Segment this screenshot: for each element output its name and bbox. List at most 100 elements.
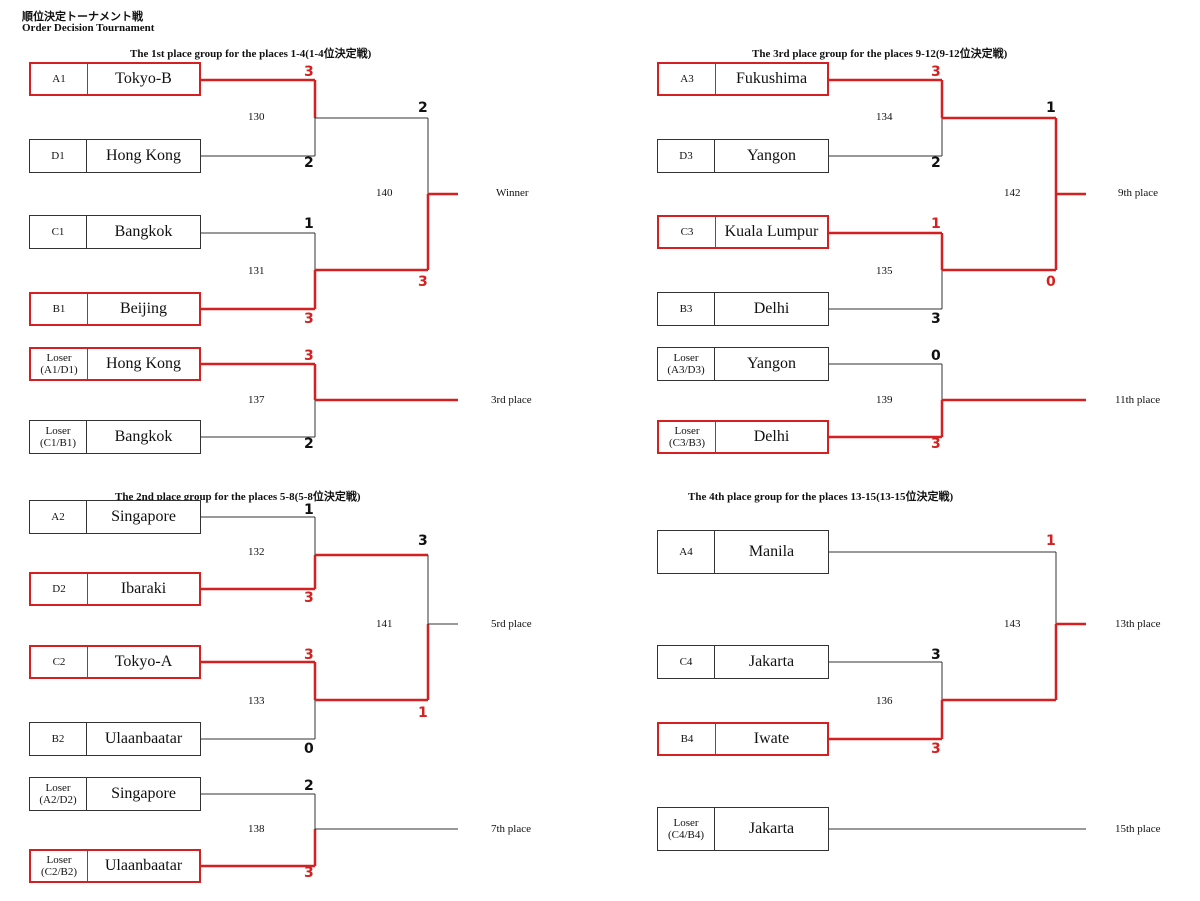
entry-box[interactable]: D1 Hong Kong [29, 139, 201, 173]
score: 2 [304, 778, 314, 794]
team-name: Jakarta [748, 820, 795, 837]
result-label: 13th place [1115, 618, 1161, 630]
team-name: Kuala Lumpur [724, 223, 819, 240]
seed-label: Loser (A2/D2) [30, 778, 87, 810]
score: 3 [304, 865, 314, 881]
entry-box[interactable]: Loser (C4/B4) Jakarta [657, 807, 829, 851]
team-name: Singapore [111, 508, 176, 525]
match-number: 141 [376, 618, 393, 630]
seed-label: A1 [31, 64, 88, 94]
score: 2 [931, 155, 941, 171]
team-name: Iwate [753, 730, 790, 747]
seed-label: A2 [30, 501, 87, 533]
score: 3 [304, 590, 314, 606]
score: 1 [1046, 100, 1056, 116]
score: 2 [418, 100, 428, 116]
result-label: 5rd place [491, 618, 532, 630]
entry-box[interactable]: Loser (A3/D3) Yangon [657, 347, 829, 381]
group-title-places-9-12: The 3rd place group for the places 9-12(… [752, 48, 1008, 60]
seed-label: D1 [30, 140, 87, 172]
team-name: Hong Kong [105, 355, 182, 372]
entry-box[interactable]: C3 Kuala Lumpur [657, 215, 829, 249]
seed-label: B2 [30, 723, 87, 755]
score: 3 [931, 647, 941, 663]
seed-label: A3 [659, 64, 716, 94]
seed-label: B3 [658, 293, 715, 325]
score: 3 [304, 64, 314, 80]
match-number: 139 [876, 394, 893, 406]
match-number: 140 [376, 187, 393, 199]
team-name: Tokyo-A [114, 653, 173, 670]
seed-label: Loser (C4/B4) [658, 808, 715, 850]
team-name: Hong Kong [105, 147, 182, 164]
score: 1 [1046, 533, 1056, 549]
team-name: Singapore [111, 785, 176, 802]
team-name: Yangon [746, 355, 797, 372]
score: 3 [931, 741, 941, 757]
match-number: 130 [248, 111, 265, 123]
result-label: 9th place [1118, 187, 1159, 199]
entry-box[interactable]: Loser (C3/B3) Delhi [657, 420, 829, 454]
score: 3 [304, 647, 314, 663]
entry-box[interactable]: B1 Beijing [29, 292, 201, 326]
page-title-japanese: 順位決定トーナメント戦 [22, 11, 143, 23]
entry-box[interactable]: Loser (A2/D2) Singapore [29, 777, 201, 811]
team-name: Ulaanbaatar [104, 857, 183, 874]
entry-box[interactable]: B4 Iwate [657, 722, 829, 756]
match-number: 134 [876, 111, 893, 123]
score: 1 [304, 502, 314, 518]
match-number: 132 [248, 546, 265, 558]
seed-label: C3 [659, 217, 716, 247]
score: 1 [931, 216, 941, 232]
seed-label: Loser (C2/B2) [31, 851, 88, 881]
group-title-places-13-15: The 4th place group for the places 13-15… [688, 491, 954, 503]
seed-label: Loser (A1/D1) [31, 349, 88, 379]
team-name: Delhi [753, 428, 790, 445]
score: 1 [304, 216, 314, 232]
seed-label: B1 [31, 294, 88, 324]
match-number: 133 [248, 695, 265, 707]
seed-label: Loser (A3/D3) [658, 348, 715, 380]
score: 2 [304, 436, 314, 452]
seed-label: B4 [659, 724, 716, 754]
page-title: Order Decision Tournament [22, 22, 155, 34]
entry-box[interactable]: Loser (C1/B1)Bangkok [29, 420, 201, 454]
score: 1 [418, 705, 428, 721]
entry-box[interactable]: B3 Delhi [657, 292, 829, 326]
seed-label: C4 [658, 646, 715, 678]
seed-label: Loser (C1/B1) [30, 421, 87, 453]
seed-label: Loser (C3/B3) [659, 422, 716, 452]
seed-label: C2 [31, 647, 88, 677]
score: 3 [931, 311, 941, 327]
seed-label: D2 [31, 574, 88, 604]
entry-box[interactable]: D2 Ibaraki [29, 572, 201, 606]
result-label: 11th place [1115, 394, 1161, 406]
team-name: Delhi [753, 300, 790, 317]
result-label: 3rd place [491, 394, 532, 406]
team-name: Beijing [119, 300, 168, 317]
result-label: 15th place [1115, 823, 1161, 835]
score: 3 [931, 436, 941, 452]
score: 3 [418, 533, 428, 549]
team-name: Jakarta [748, 653, 795, 670]
score: 0 [1046, 274, 1056, 290]
entry-box[interactable]: A2 Singapore [29, 500, 201, 534]
entry-box[interactable]: C4 Jakarta [657, 645, 829, 679]
score: 2 [304, 155, 314, 171]
entry-box[interactable]: Loser (A1/D1) Hong Kong [29, 347, 201, 381]
match-number: 143 [1004, 618, 1021, 630]
match-number: 142 [1004, 187, 1021, 199]
team-name: Bangkok [114, 223, 173, 240]
score: 3 [304, 348, 314, 364]
seed-label: D3 [658, 140, 715, 172]
entry-box[interactable]: Loser (C2/B2) Ulaanbaatar [29, 849, 201, 883]
team-name: Ibaraki [120, 580, 167, 597]
entry-box[interactable]: C2 Tokyo-A [29, 645, 201, 679]
